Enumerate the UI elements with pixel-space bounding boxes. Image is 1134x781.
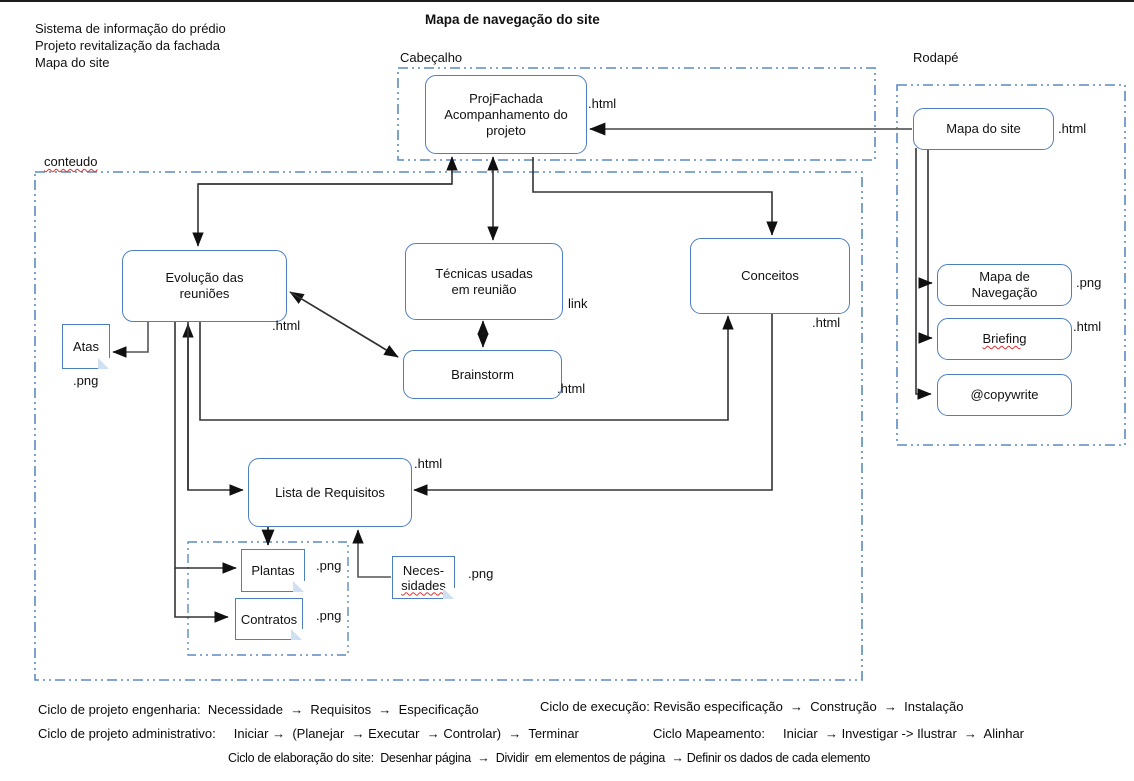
connector-evolucao-to-atas (112, 321, 149, 358)
connector-projfachada-to-evolucao (192, 183, 452, 247)
project-info-text: Sistema de informação do prédio Projeto … (35, 21, 226, 70)
node-projfachada: ProjFachada Acompanhamento do projeto (425, 75, 587, 154)
node-copywrite: @copywrite (937, 374, 1072, 416)
ext-necessidades: .png (468, 566, 494, 581)
note-necessidades-line2: sidades (401, 577, 446, 593)
ext-evolucao: .html (272, 318, 301, 333)
node-briefing: Briefing (937, 318, 1072, 360)
conteudo-label: conteudo (44, 154, 98, 169)
note-plantas: Plantas (241, 549, 305, 592)
node-mapa-do-site-label: Mapa do site (946, 121, 1021, 136)
ext-lista-requisitos: .html (414, 456, 443, 471)
node-conceitos-label: Conceitos (741, 268, 799, 283)
connector-mapadosite-to-briefing (918, 148, 933, 344)
note-necessidades-line1: Neces- (402, 562, 445, 578)
node-tecnicas-label: Técnicas usadas em reunião (435, 265, 533, 297)
note-plantas-label: Plantas (251, 563, 295, 578)
node-briefing-label: Briefing (982, 331, 1027, 346)
node-mapa-navegacao-label: Mapa de Navegação (971, 269, 1038, 300)
node-brainstorm: Brainstorm (403, 350, 562, 399)
connector-necessidades-to-lista (352, 529, 391, 578)
ext-tecnicas: link (568, 296, 588, 311)
container-cabecalho (397, 67, 876, 161)
container-rodape (896, 84, 1126, 446)
note-contratos: Contratos (235, 598, 303, 640)
footer-divider (0, 0, 1134, 2)
ext-contratos: .png (316, 608, 342, 623)
footer-ciclo-administrativo: Ciclo de projeto administrativo: Iniciar… (38, 726, 579, 741)
node-lista-requisitos: Lista de Requisitos (248, 458, 412, 527)
node-mapa-do-site: Mapa do site (913, 108, 1054, 150)
note-atas: Atas (62, 324, 110, 369)
ext-conceitos: .html (812, 315, 841, 330)
diagram-title: Mapa de navegação do site (425, 12, 600, 27)
node-lista-requisitos-label: Lista de Requisitos (275, 484, 385, 500)
node-mapa-navegacao: Mapa de Navegação (937, 264, 1072, 306)
ext-mapa-do-site: .html (1058, 121, 1087, 136)
container-conteudo (34, 171, 863, 681)
note-contratos-label: Contratos (240, 611, 298, 627)
node-evolucao: Evolução das reuniões (122, 250, 287, 322)
ext-plantas: .png (316, 558, 342, 573)
folded-corner-icon (293, 581, 305, 592)
footer-ciclo-elaboracao: Ciclo de elaboração do site: Desenhar pá… (228, 751, 871, 765)
ext-mapa-navegacao: .png (1076, 275, 1102, 290)
folded-corner-icon (98, 358, 110, 369)
rodape-label: Rodapé (913, 50, 959, 65)
folded-corner-icon (291, 629, 303, 640)
note-atas-label: Atas (72, 339, 99, 354)
node-conceitos: Conceitos (690, 238, 850, 314)
connector-evolucao-to-plantas (174, 321, 237, 574)
ext-briefing: .html (1073, 319, 1102, 334)
footer-ciclo-engenharia: Ciclo de projeto engenharia: Necessidade… (38, 702, 479, 717)
connector-evolucao-to-lista (187, 321, 244, 496)
footer-ciclo-execucao: Ciclo de execução: Revisão especificação… (540, 699, 964, 714)
connector-projfachada-to-conceitos (532, 157, 778, 236)
cabecalho-label: Cabeçalho (400, 50, 463, 65)
ext-brainstorm: .html (557, 381, 586, 396)
node-projfachada-label: ProjFachada Acompanhamento do projeto (444, 90, 568, 138)
connector-evolucao-to-brainstorm (289, 291, 399, 358)
node-brainstorm-label: Brainstorm (451, 366, 514, 382)
note-necessidades: Neces- sidades (392, 556, 455, 599)
footer-ciclo-mapeamento: Ciclo Mapeamento: Iniciar → Investigar -… (653, 726, 1025, 741)
folded-corner-icon (443, 588, 455, 599)
connector-evolucao-to-projfachada (198, 156, 458, 185)
connector-evolucao-to-contratos (174, 568, 229, 623)
connector-conceitos-to-lista (413, 313, 773, 496)
node-copywrite-label: @copywrite (970, 387, 1039, 402)
ext-atas: .png (73, 373, 99, 388)
ext-projfachada: .html (588, 96, 617, 111)
connector-evolucao-to-conceitos (199, 315, 734, 421)
connector-mapadosite-to-copywrite (915, 148, 932, 400)
node-evolucao-label: Evolução das reuniões (165, 270, 244, 301)
node-tecnicas: Técnicas usadas em reunião (405, 243, 563, 320)
